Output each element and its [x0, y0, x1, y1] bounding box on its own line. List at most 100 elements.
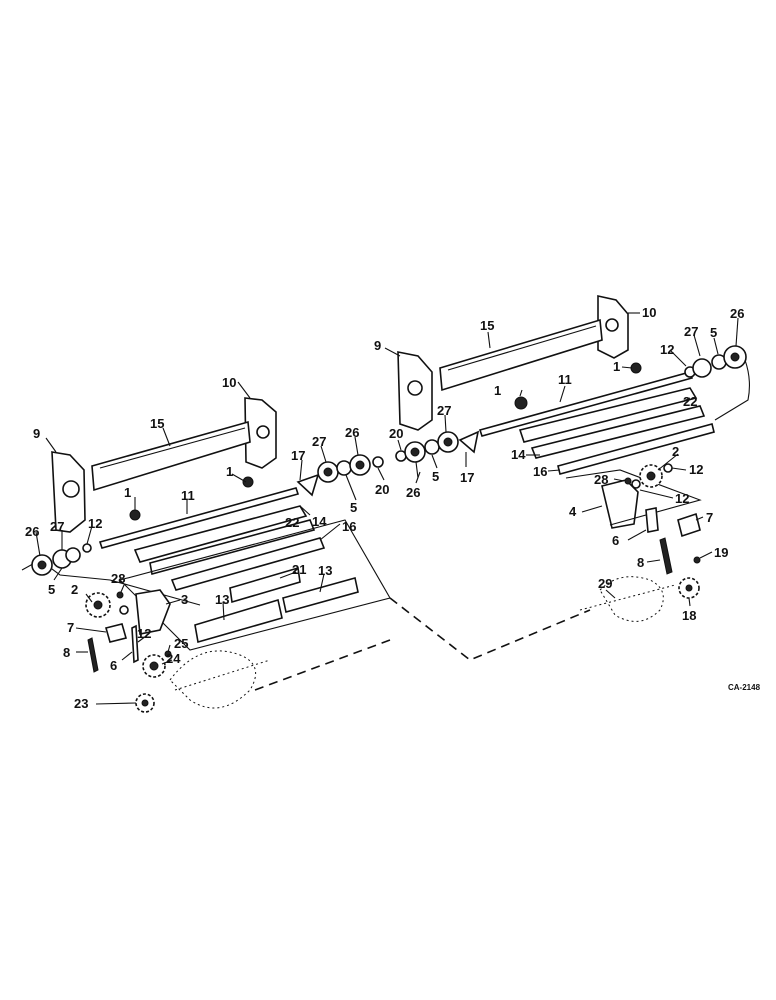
callout-6: 6: [110, 658, 117, 673]
callout-11: 11: [181, 488, 195, 503]
callout-4: 4: [569, 504, 577, 519]
callout-11: 11: [558, 372, 572, 387]
callout-19: 19: [714, 545, 728, 560]
callout-24: 24: [166, 651, 181, 666]
callout-18: 18: [682, 608, 696, 623]
callout-8: 8: [63, 645, 70, 660]
ring-12-right-side: [663, 463, 673, 473]
callout-14: 14: [511, 447, 526, 462]
chain-8-right: [659, 537, 673, 575]
callout-26: 26: [345, 425, 359, 440]
callout-17: 17: [291, 448, 305, 463]
callout-7: 7: [706, 510, 713, 525]
frame-15-left: [91, 420, 251, 492]
callout-2: 2: [71, 582, 78, 597]
pin-19: [693, 556, 701, 564]
bearing-1-left-upper: [242, 476, 254, 488]
bearing-5-mid: [336, 460, 352, 476]
callout-10: 10: [642, 305, 656, 320]
callout-1: 1: [613, 359, 620, 374]
side-sheet-9-left-hole: [62, 480, 80, 498]
callout-13: 13: [318, 563, 332, 578]
callout-12: 12: [689, 462, 703, 477]
ring-12-right-lower: [631, 479, 641, 489]
slat-22-right: [518, 387, 698, 443]
callout-9: 9: [33, 426, 40, 441]
callout-12: 12: [88, 516, 102, 531]
callout-5: 5: [350, 500, 357, 515]
callout-17: 17: [460, 470, 474, 485]
callout-14: 14: [312, 514, 327, 529]
callout-16: 16: [533, 464, 547, 479]
callout-26: 26: [406, 485, 420, 500]
callout-23: 23: [74, 696, 88, 711]
callout-13: 13: [215, 592, 229, 607]
callout-labels: 9 10 15 1 1 11 17 27 26 20 5 14 22 16 26…: [25, 305, 761, 711]
side-sheet-10-left-hole: [256, 425, 270, 439]
callout-27: 27: [312, 434, 326, 449]
bearing-1-right-upper: [630, 362, 642, 374]
callout-26: 26: [25, 524, 39, 539]
callout-12: 12: [675, 491, 689, 506]
callout-8: 8: [637, 555, 644, 570]
callout-12: 12: [137, 626, 151, 641]
plate-13b: [282, 577, 359, 613]
link-6-left: [131, 624, 139, 664]
callout-6: 6: [612, 533, 619, 548]
ring-12-lower: [119, 605, 129, 615]
frame-15-right: [439, 318, 603, 392]
callout-7: 7: [67, 620, 74, 635]
left-assembly: [21, 397, 391, 713]
chain-8-left: [87, 637, 99, 673]
callout-22: 22: [683, 394, 697, 409]
callout-16: 16: [342, 519, 356, 534]
flange-27-right: [692, 358, 712, 378]
bearing-1-left: [129, 509, 141, 521]
slat-16-right: [557, 423, 715, 475]
callout-27: 27: [437, 403, 451, 418]
callout-20: 20: [389, 426, 403, 441]
callout-10: 10: [222, 375, 236, 390]
callout-15: 15: [480, 318, 494, 333]
slat-14-left: [133, 505, 308, 563]
side-sheet-10-right-hole: [605, 318, 619, 332]
bearing-5-right-mid: [424, 439, 440, 455]
link-6-right: [645, 507, 659, 533]
callout-3: 3: [181, 592, 188, 607]
callout-21: 21: [292, 562, 306, 577]
callout-29: 29: [598, 576, 612, 591]
callout-1: 1: [124, 485, 131, 500]
bearing-1-right: [514, 396, 528, 410]
callout-5: 5: [710, 325, 717, 340]
callout-1: 1: [226, 464, 233, 479]
block-7-right: [677, 512, 701, 538]
callout-27: 27: [50, 519, 64, 534]
callout-5: 5: [48, 582, 55, 597]
callout-15: 15: [150, 416, 164, 431]
bracket-3-left: [135, 589, 171, 635]
callout-20: 20: [375, 482, 389, 497]
right-assembly: [395, 295, 751, 622]
callout-28: 28: [111, 571, 125, 586]
shaft-11-left: [98, 487, 300, 549]
plate-13a: [194, 598, 283, 644]
connector-dashed-line: [389, 597, 591, 661]
pin-28-right: [624, 477, 632, 485]
leader-lines: [35, 312, 739, 705]
plate-17-left: [296, 473, 320, 497]
ring-20-mid: [372, 456, 384, 468]
callout-12: 12: [660, 342, 674, 357]
callout-26: 26: [730, 306, 744, 321]
plate-17-right: [458, 430, 480, 454]
callout-9: 9: [374, 338, 381, 353]
callout-2: 2: [672, 444, 679, 459]
callout-5: 5: [432, 469, 439, 484]
block-7-left: [105, 623, 127, 643]
ring-12-left: [82, 543, 92, 553]
shaft-11-right: [478, 371, 694, 437]
callout-28: 28: [594, 472, 608, 487]
callout-1: 1: [494, 383, 501, 398]
side-sheet-9-right-hole: [407, 380, 423, 396]
drawing-code: CA-2148: [728, 683, 761, 692]
